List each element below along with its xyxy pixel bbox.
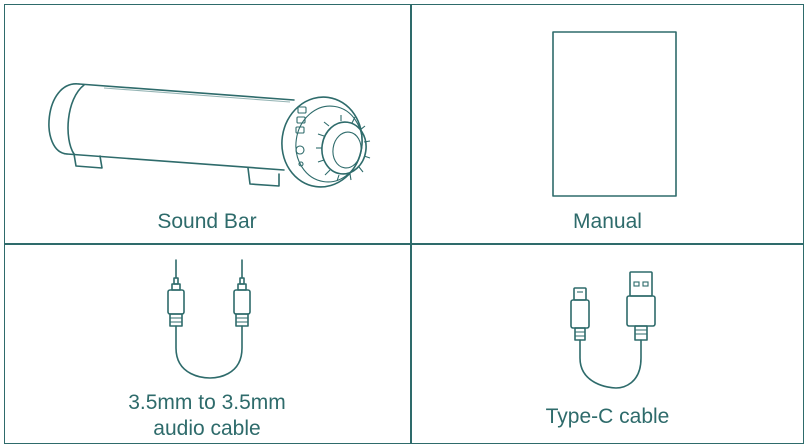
grid-divider-vertical (410, 4, 412, 444)
label-audio-cable-line2: audio cable (153, 417, 261, 440)
label-manual: Manual (573, 210, 642, 233)
contents-grid (4, 4, 804, 444)
cell-audio-cable: 3.5mm to 3.5mm audio cable (4, 244, 410, 444)
audio-cable-illustration (167, 259, 251, 379)
type-c-cable-illustration (570, 271, 656, 389)
cell-sound-bar: Sound Bar (4, 4, 410, 243)
label-type-c-cable: Type-C cable (545, 405, 670, 428)
label-sound-bar: Sound Bar (157, 210, 257, 233)
grid-divider-horizontal (4, 243, 804, 245)
sound-bar-illustration (48, 83, 371, 188)
manual-illustration (552, 31, 677, 197)
cell-manual: Manual (411, 4, 804, 243)
label-audio-cable-line1: 3.5mm to 3.5mm (128, 391, 286, 414)
cell-type-c-cable: Type-C cable (411, 244, 804, 444)
